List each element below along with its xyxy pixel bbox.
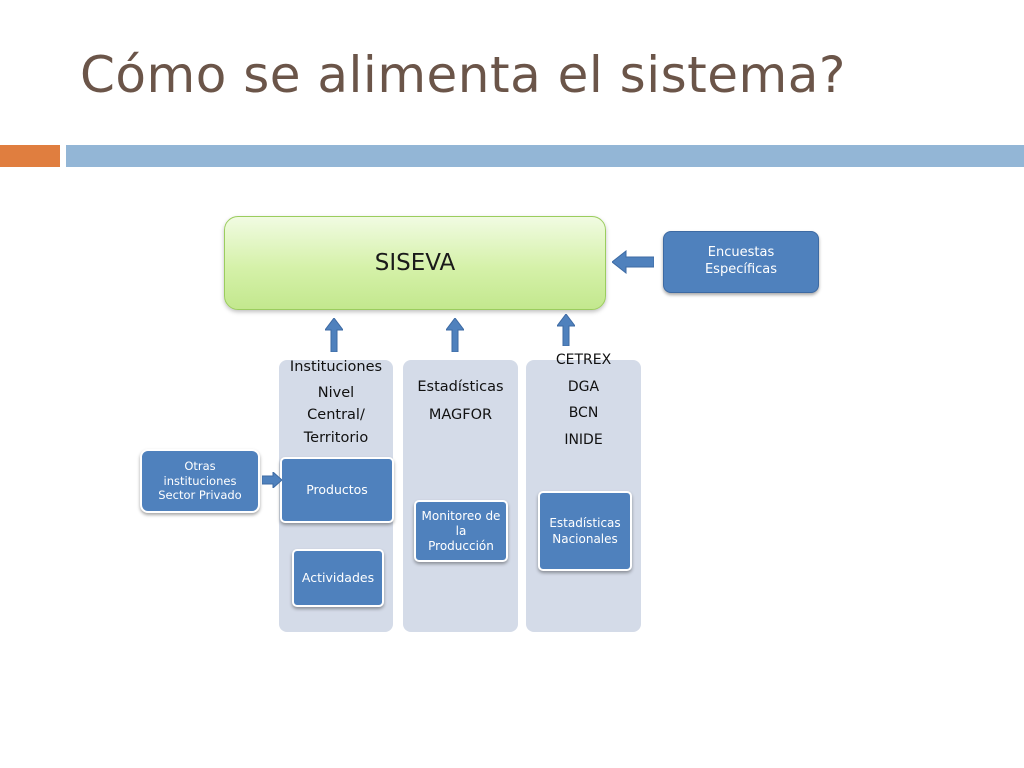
col2-heading-line-2: MAGFOR — [428, 406, 493, 423]
col1-subheading: Nivel Central/ Territorio — [279, 382, 393, 449]
arrow-right-icon — [262, 472, 282, 488]
actividades-label: Actividades — [301, 569, 375, 585]
slide-title: Cómo se alimenta el sistema? — [80, 46, 846, 104]
accent-bar-orange — [0, 145, 60, 167]
arrow-left-icon — [612, 250, 654, 274]
arrow-up-icon — [325, 318, 343, 352]
column-estadisticas-magfor — [403, 360, 518, 632]
col3-item-4: INIDE — [564, 431, 603, 448]
monitoreo-label: Monitoreo de la Producción — [421, 508, 501, 553]
col3-heading: CETREX DGA BCN INIDE — [526, 347, 641, 453]
arrow-up-icon — [446, 318, 464, 352]
otras-label: Otras instituciones Sector Privado — [158, 458, 242, 503]
accent-bar-blue — [66, 145, 1024, 167]
arrow-up-icon — [557, 314, 575, 346]
col3-item-1: CETREX — [555, 352, 612, 368]
otras-instituciones-box: Otras instituciones Sector Privado — [140, 449, 260, 513]
col2-heading: Estadísticas MAGFOR — [403, 374, 518, 429]
estadisticas-nacionales-box: Estadísticas Nacionales — [538, 491, 632, 571]
monitoreo-box: Monitoreo de la Producción — [414, 500, 508, 562]
col3-item-2: DGA — [567, 378, 600, 395]
col1-sub-line-2: Central/ — [307, 407, 365, 424]
productos-box: Productos — [280, 457, 394, 523]
siseva-box: SISEVA — [224, 216, 606, 310]
col3-item-3: BCN — [568, 405, 599, 422]
col2-heading-line-1: Estadísticas — [417, 379, 504, 395]
siseva-label: SISEVA — [374, 250, 456, 276]
col1-sub-line-1: Nivel — [317, 385, 355, 401]
encuestas-box: Encuestas Específicas — [663, 231, 819, 293]
actividades-box: Actividades — [292, 549, 384, 607]
col1-heading: Instituciones — [289, 359, 383, 375]
productos-label: Productos — [306, 481, 368, 497]
col1-sub-line-3: Territorio — [303, 429, 369, 446]
encuestas-label: Encuestas Específicas — [704, 245, 778, 277]
estadisticas-nacionales-label: Estadísticas Nacionales — [549, 515, 621, 546]
